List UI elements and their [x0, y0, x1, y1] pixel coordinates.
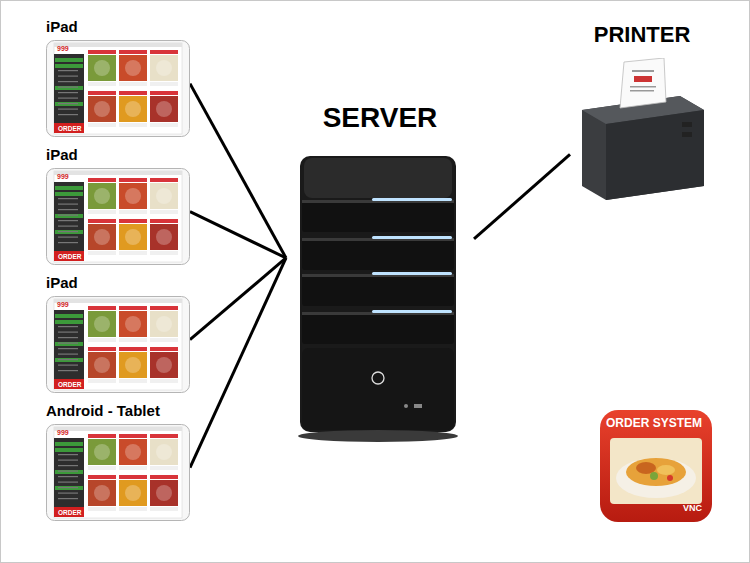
logo-title: ORDER SYSTEM: [606, 416, 702, 430]
order-button-text: ORDER: [58, 381, 81, 388]
connector-line: [190, 212, 286, 258]
tablet-device: 999ORDER: [46, 168, 190, 265]
tablet-illustration: [46, 168, 190, 265]
table-number: 999: [57, 45, 69, 52]
tablet-node: 999ORDER Android - Tablet: [40, 400, 196, 524]
order-button-text: ORDER: [58, 125, 81, 132]
printer-node: PRINTER: [570, 22, 714, 206]
table-number: 999: [57, 301, 69, 308]
server-node: SERVER: [286, 102, 474, 444]
tablet-illustration: [46, 40, 190, 137]
device-label: Android - Tablet: [46, 402, 160, 419]
logo-subtitle: VNC: [683, 503, 702, 513]
order-button-text: ORDER: [58, 253, 81, 260]
server-illustration: [294, 152, 462, 444]
node-heading: PRINTER: [570, 22, 714, 48]
device-label: iPad: [46, 274, 78, 291]
connector: [190, 84, 286, 258]
device-label: iPad: [46, 146, 78, 163]
table-number: 999: [57, 429, 69, 436]
tablet-node: 999ORDER iPad: [40, 16, 196, 140]
tablet-device: 999ORDER: [46, 296, 190, 393]
connector-line: [190, 84, 286, 258]
connector: [474, 154, 570, 238]
tablet-illustration: [46, 296, 190, 393]
table-number: 999: [57, 173, 69, 180]
tablet-device: 999ORDER: [46, 424, 190, 521]
tablet-device: 999ORDER: [46, 40, 190, 137]
connector-line: [190, 258, 286, 340]
connector: [190, 258, 286, 468]
device-label: iPad: [46, 18, 78, 35]
connector-line: [474, 154, 570, 238]
printer-illustration: [572, 58, 708, 204]
connector: [190, 212, 286, 258]
tablet-node: 999ORDER iPad: [40, 144, 196, 268]
tablet-illustration: [46, 424, 190, 521]
node-heading: SERVER: [286, 102, 474, 134]
order-button-text: ORDER: [58, 509, 81, 516]
connector-line: [190, 258, 286, 468]
connector: [190, 258, 286, 340]
tablet-node: 999ORDER iPad: [40, 272, 196, 396]
